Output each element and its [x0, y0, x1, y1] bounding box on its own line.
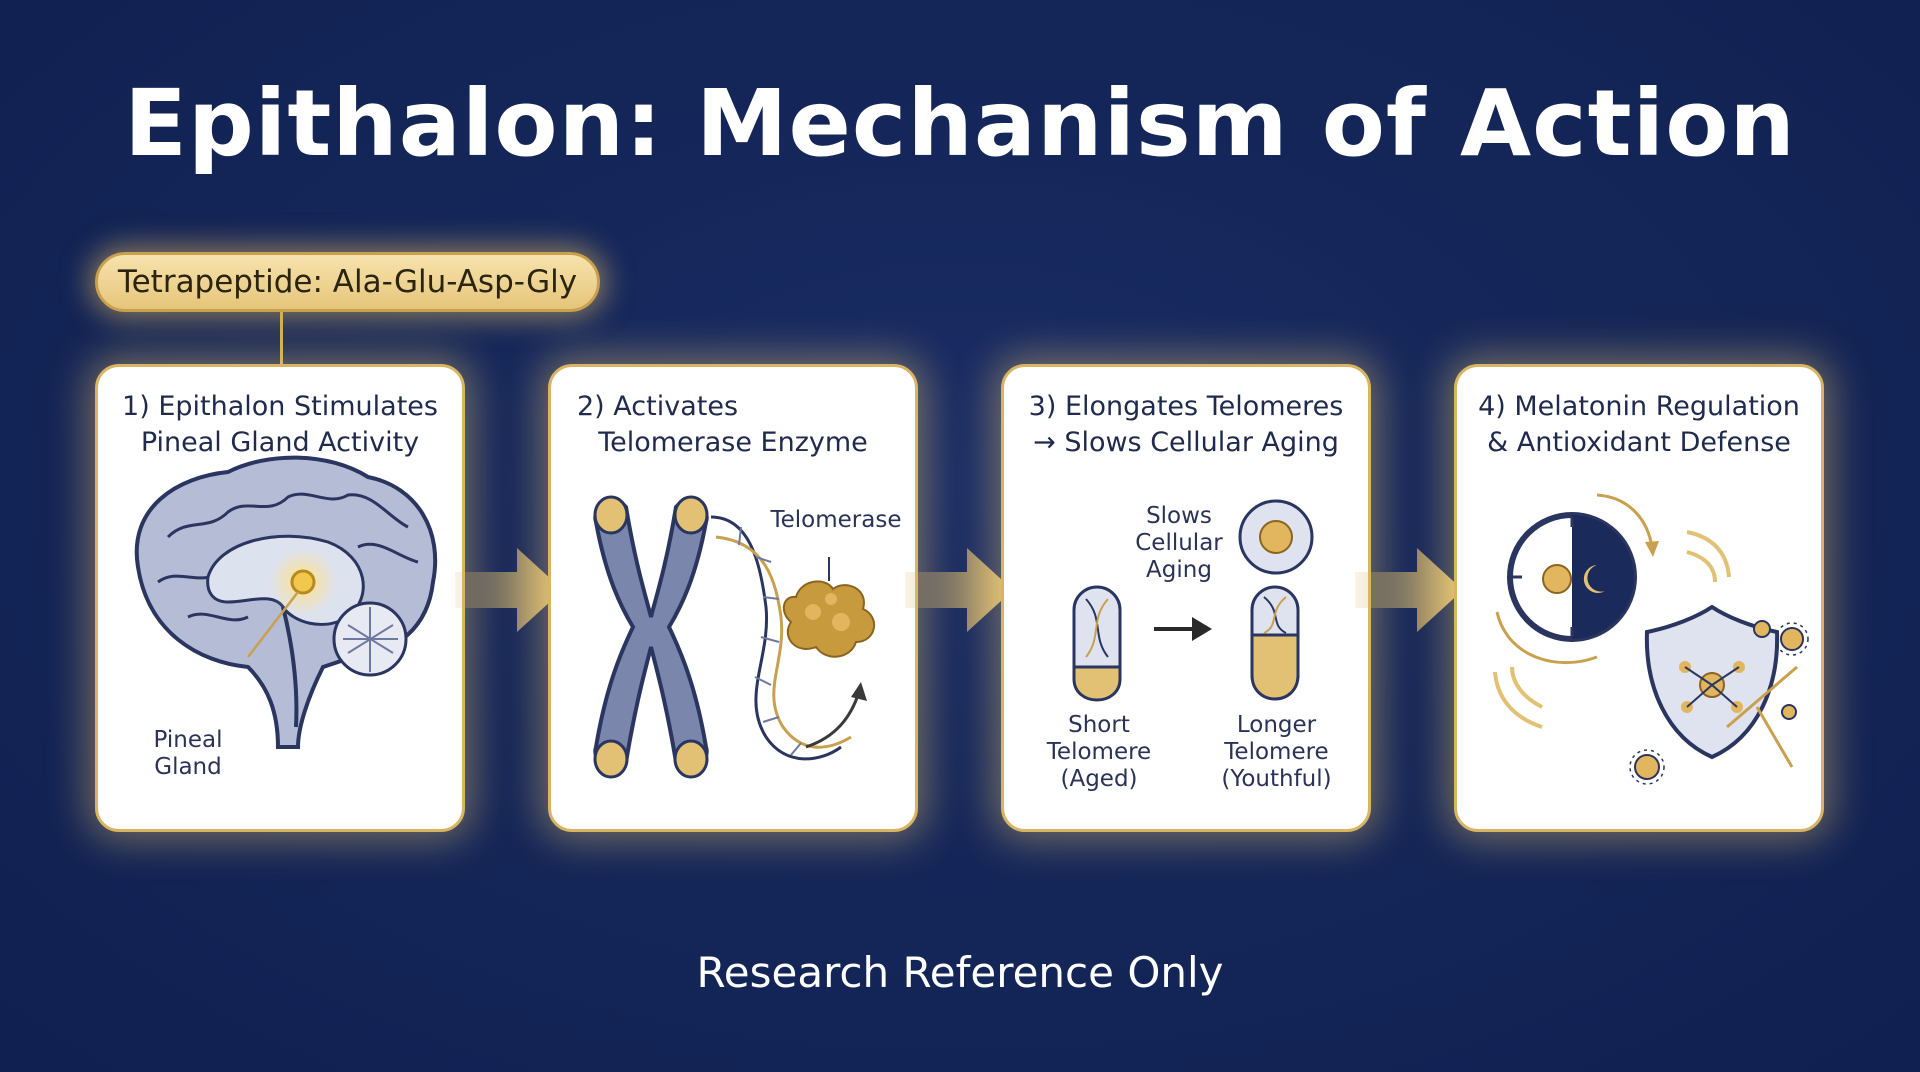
pineal-gland-label: Pineal Gland [153, 727, 223, 780]
clock-sun-moon-icon [1495, 493, 1659, 665]
virus-icon [1629, 620, 1809, 785]
shield-icon [1644, 604, 1780, 760]
peptide-badge: Tetrapeptide: Ala-Glu-Asp-Gly [95, 252, 600, 312]
slows-aging-label: Slows Cellular Aging [1135, 503, 1223, 583]
flow-arrow-2 [905, 548, 1013, 632]
flow-arrow-3 [1355, 548, 1463, 632]
cell-icon [1238, 499, 1314, 575]
telomerase-label: Telomerase [770, 507, 902, 533]
chromosome-icon [593, 495, 876, 779]
step-3-title: 3) Elongates Telomeres → Slows Cellular … [1028, 391, 1344, 458]
dna-icon [710, 515, 852, 761]
connector-line [280, 312, 283, 364]
step-2-title: 2) Activates Telomerase Enzyme [577, 391, 868, 458]
flow-arrow-1 [455, 548, 563, 632]
telomerase-enzyme-icon [782, 580, 876, 658]
step-card-3: 3) Elongates Telomeres → Slows Cellular … [1001, 364, 1371, 832]
longer-telomere-label: Longer Telomere (Youthful) [1221, 712, 1332, 792]
disclaimer-footer: Research Reference Only [696, 948, 1224, 997]
telomere-icon [1250, 585, 1300, 701]
brain-icon [134, 455, 438, 749]
step-card-1: 1) Epithalon Stimulates Pineal Gland Act… [95, 364, 465, 832]
step-1-title: 1) Epithalon Stimulates Pineal Gland Act… [122, 391, 438, 458]
short-telomere-label: Short Telomere (Aged) [1046, 712, 1152, 792]
step-4-title: 4) Melatonin Regulation & Antioxidant De… [1478, 391, 1800, 458]
telomere-icon [1072, 585, 1122, 702]
page-title: Epithalon: Mechanism of Action [124, 70, 1796, 177]
step-card-2: 2) Activates Telomerase Enzyme [548, 364, 918, 832]
step-card-4: 4) Melatonin Regulation & Antioxidant De… [1454, 364, 1824, 832]
